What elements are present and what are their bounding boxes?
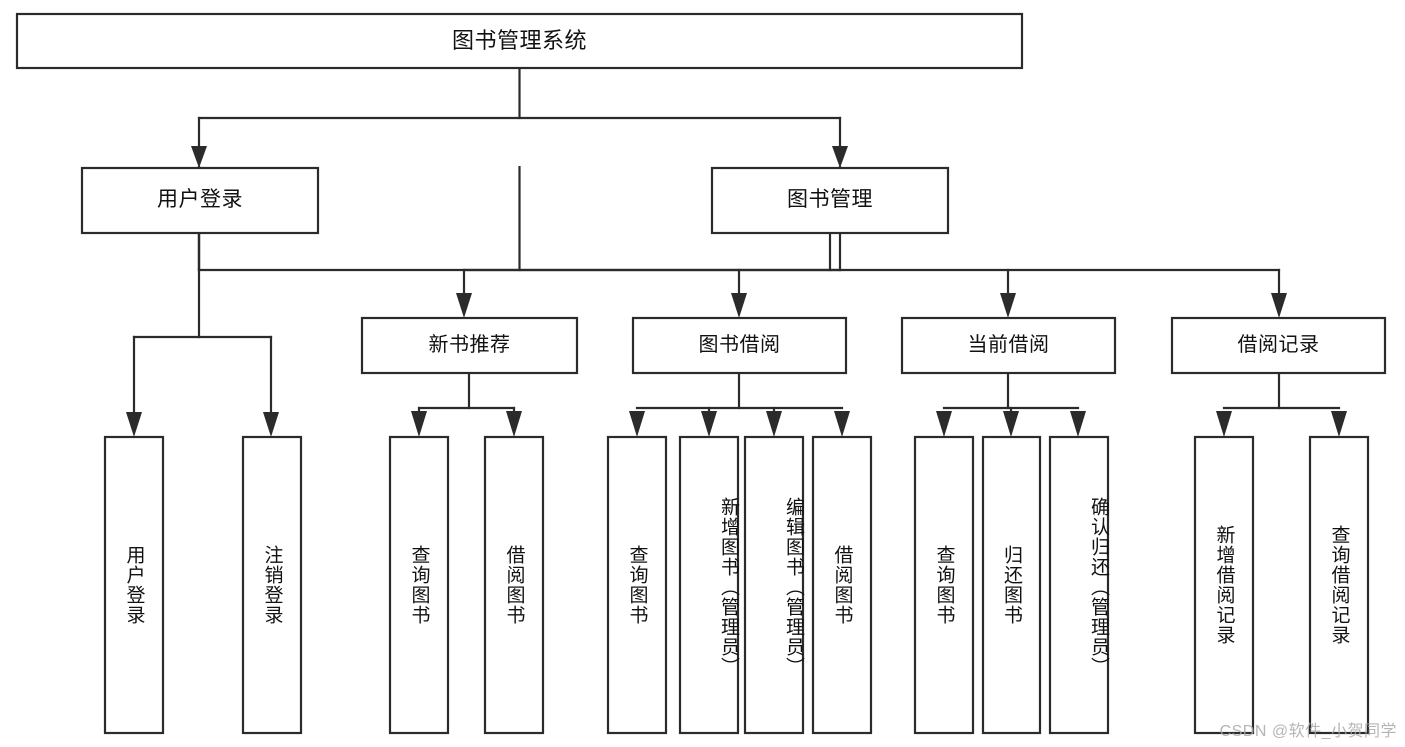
arrow-leaf-return-book — [1003, 411, 1019, 437]
box-book-manage[interactable] — [710, 166, 950, 235]
arrow-leaf-logout — [263, 412, 279, 437]
box-leaf-edit-book[interactable] — [743, 435, 805, 735]
connector-group-book-borrow — [629, 371, 850, 437]
connector-group-borrow-record — [1216, 371, 1347, 437]
box-leaf-query-book-2[interactable] — [606, 435, 668, 735]
box-leaf-query-book-3[interactable] — [913, 435, 975, 735]
arrow-borrow-record — [1271, 293, 1287, 318]
mask-rect — [0, 66, 1405, 166]
box-leaf-confirm-return[interactable] — [1048, 435, 1110, 735]
box-new-book-rec[interactable] — [360, 316, 579, 375]
arrow-leaf-confirm-return — [1070, 411, 1086, 437]
box-leaf-add-record[interactable] — [1193, 435, 1255, 735]
box-current-borrow[interactable] — [900, 316, 1117, 375]
arrow-book-manage — [832, 146, 848, 168]
box-leaf-borrow-book-2[interactable] — [811, 435, 873, 735]
box-leaf-query-book-1[interactable] — [388, 435, 450, 735]
box-user-login[interactable] — [80, 166, 320, 235]
arrow-current-borrow — [1000, 293, 1016, 318]
box-root[interactable] — [15, 12, 1024, 70]
box-leaf-return-book[interactable] — [981, 435, 1042, 735]
connector-group-user-login — [126, 231, 279, 437]
arrow-leaf-edit-book — [766, 411, 782, 437]
box-borrow-record[interactable] — [1170, 316, 1387, 375]
arrow-leaf-borrow-book-2 — [834, 411, 850, 437]
arrow-leaf-borrow-book-1 — [506, 411, 522, 437]
arrow-leaf-add-record — [1216, 411, 1232, 437]
box-leaf-add-book[interactable] — [678, 435, 740, 735]
arrow-leaf-add-book — [701, 411, 717, 437]
csdn-watermark: CSDN @软件_小贺同学 — [1219, 723, 1397, 740]
arrow-leaf-query-book-1 — [411, 411, 427, 437]
arrow-user-login — [191, 146, 207, 168]
connector-group-book-manage — [456, 231, 1287, 318]
connector-group-current-borrow — [936, 371, 1086, 437]
arrow-leaf-query-book-2 — [629, 411, 645, 437]
connector-group-new-book-rec — [411, 371, 522, 437]
box-leaf-borrow-book-1[interactable] — [483, 435, 545, 735]
arrow-book-borrow — [731, 293, 747, 318]
arrow-leaf-query-book-3 — [936, 411, 952, 437]
box-leaf-logout[interactable] — [241, 435, 303, 735]
box-leaf-user-login[interactable] — [103, 435, 165, 735]
box-leaf-query-record[interactable] — [1308, 435, 1370, 735]
box-book-borrow[interactable] — [631, 316, 848, 375]
arrow-leaf-user-login — [126, 412, 142, 437]
arrow-leaf-query-record — [1331, 411, 1347, 437]
arrow-new-book-rec — [456, 293, 472, 318]
